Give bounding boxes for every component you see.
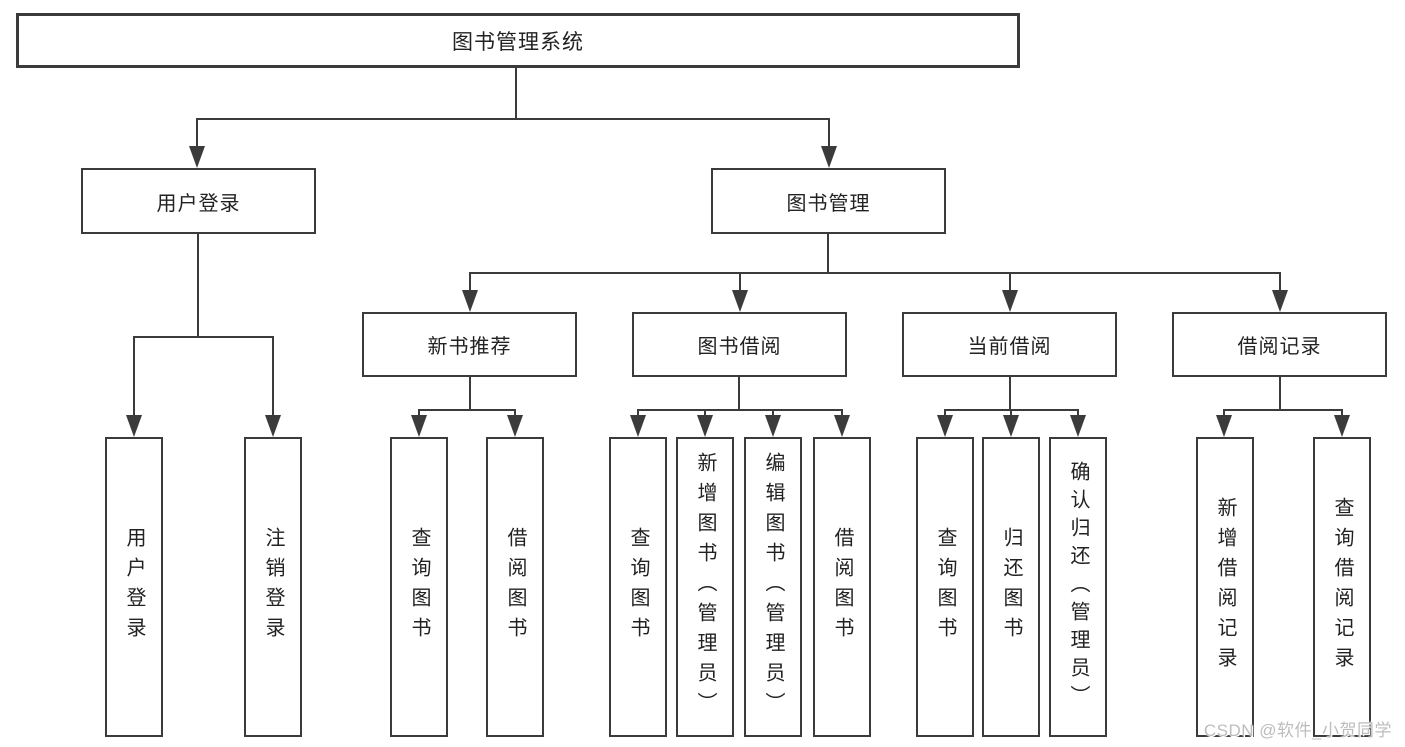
connector-bookmgmt-stem xyxy=(827,234,829,272)
connector-to-records xyxy=(1279,272,1281,292)
connector-leaf xyxy=(1077,409,1079,419)
connector-leaf xyxy=(418,409,420,419)
connector-records-split xyxy=(1223,409,1343,411)
connector-records-stem xyxy=(1279,377,1281,409)
arrow-down-icon xyxy=(189,146,205,168)
node-book-management: 图书管理 xyxy=(711,168,946,234)
connector-leaf xyxy=(944,409,946,419)
arrow-down-icon xyxy=(507,415,523,437)
node-new-book-recommend: 新书推荐 xyxy=(362,312,577,377)
watermark: CSDN @软件_小贺同学 xyxy=(1203,721,1392,740)
arrow-down-icon xyxy=(834,415,850,437)
connector-leaf xyxy=(704,409,706,419)
leaf-query-books-borrow: 查询图书 xyxy=(609,437,667,737)
connector-to-book-borrow xyxy=(739,272,741,292)
connector-leaf xyxy=(514,409,516,419)
leaf-user-login: 用户登录 xyxy=(105,437,163,737)
leaf-borrow-books: 借阅图书 xyxy=(813,437,871,737)
connector-currentborrow-stem xyxy=(1009,377,1011,409)
arrow-down-icon xyxy=(126,415,142,437)
leaf-borrow-books-recommend: 借阅图书 xyxy=(486,437,544,737)
arrow-down-icon xyxy=(411,415,427,437)
arrow-down-icon xyxy=(1334,415,1350,437)
connector-newbook-stem xyxy=(469,377,471,409)
node-book-borrow: 图书借阅 xyxy=(632,312,847,377)
connector-to-book-mgmt xyxy=(828,118,830,150)
connector-bookmgmt-split xyxy=(469,272,1281,274)
arrow-down-icon xyxy=(821,146,837,168)
arrow-down-icon xyxy=(732,290,748,312)
connector-to-new-book xyxy=(469,272,471,292)
connector-userlogin-stem xyxy=(197,234,199,336)
connector-to-leaf-logout xyxy=(272,336,274,417)
arrow-down-icon xyxy=(265,415,281,437)
connector-leaf xyxy=(841,409,843,419)
connector-bookborrow-stem xyxy=(738,377,740,409)
connector-userlogin-split xyxy=(133,336,274,338)
connector-to-current-borrow xyxy=(1009,272,1011,292)
leaf-confirm-return-admin: 确认归还（管理员） xyxy=(1049,437,1107,737)
leaf-logout: 注销登录 xyxy=(244,437,302,737)
node-root: 图书管理系统 xyxy=(16,13,1020,68)
connector-leaf xyxy=(1223,409,1225,419)
arrow-down-icon xyxy=(697,415,713,437)
connector-leaf xyxy=(772,409,774,419)
arrow-down-icon xyxy=(937,415,953,437)
arrow-down-icon xyxy=(630,415,646,437)
leaf-return-books: 归还图书 xyxy=(982,437,1040,737)
leaf-edit-books-admin: 编辑图书（管理员） xyxy=(744,437,802,737)
arrow-down-icon xyxy=(1002,290,1018,312)
leaf-query-borrow-record: 查询借阅记录 xyxy=(1313,437,1371,737)
connector-leaf xyxy=(637,409,639,419)
arrow-down-icon xyxy=(1272,290,1288,312)
leaf-query-books-recommend: 查询图书 xyxy=(390,437,448,737)
connector-newbook-split xyxy=(418,409,516,411)
node-user-login: 用户登录 xyxy=(81,168,316,234)
connector-bookborrow-split xyxy=(637,409,843,411)
arrow-down-icon xyxy=(1216,415,1232,437)
node-current-borrow: 当前借阅 xyxy=(902,312,1117,377)
leaf-add-borrow-record: 新增借阅记录 xyxy=(1196,437,1254,737)
arrow-down-icon xyxy=(1070,415,1086,437)
connector-to-leaf-login xyxy=(133,336,135,417)
connector-root-split xyxy=(197,118,830,120)
leaf-query-books-current: 查询图书 xyxy=(916,437,974,737)
connector-leaf xyxy=(1341,409,1343,419)
connector-leaf xyxy=(1010,409,1012,419)
arrow-down-icon xyxy=(765,415,781,437)
node-borrow-records: 借阅记录 xyxy=(1172,312,1387,377)
arrow-down-icon xyxy=(1003,415,1019,437)
connector-to-user-login xyxy=(196,118,198,150)
arrow-down-icon xyxy=(462,290,478,312)
connector-root-stem xyxy=(515,68,517,118)
leaf-add-books-admin: 新增图书（管理员） xyxy=(676,437,734,737)
